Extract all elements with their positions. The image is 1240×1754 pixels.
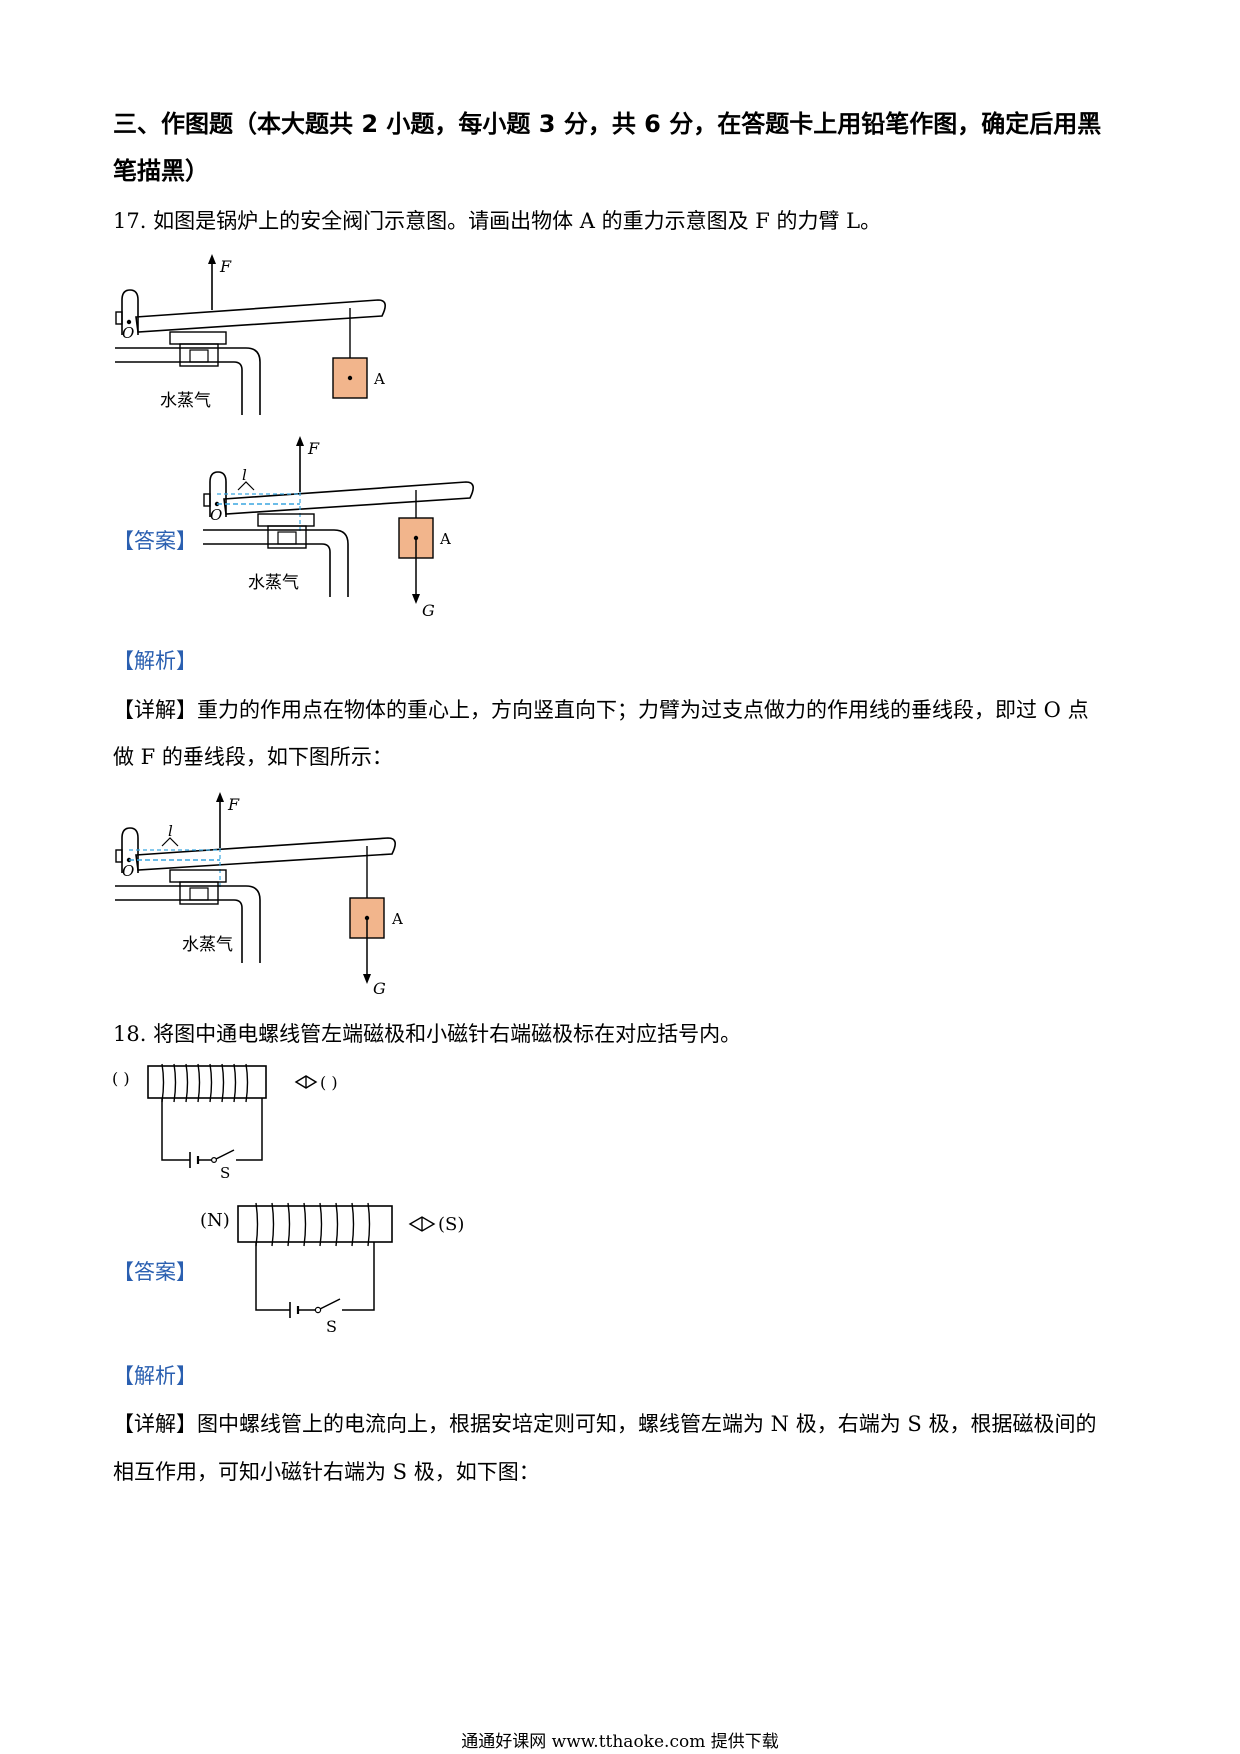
q17-question: 17. 如图是锅炉上的安全阀门示意图。请画出物体 A 的重力示意图及 F 的力臂… — [113, 209, 882, 233]
q17-detail-tag: 【详解】 — [113, 698, 197, 722]
steam-label: 水蒸气 — [160, 391, 211, 411]
q18-switch-label: S — [220, 1164, 230, 1182]
q18-answer-left: (N) — [200, 1210, 230, 1231]
section-title-line1: 三、作图题（本大题共 2 小题，每小题 3 分，共 6 分，在答题卡上用铅笔作图… — [113, 110, 1102, 138]
force-label: F — [219, 257, 232, 276]
q18-blank-right: ( ) — [320, 1073, 338, 1092]
gravity-label: G — [422, 601, 435, 620]
q18-detail-line2: 相互作用，可知小磁针右端为 S 极，如下图： — [113, 1460, 540, 1484]
q18-answer-tag: 【答案】 — [113, 1260, 197, 1284]
q17-detail-line1: 【详解】重力的作用点在物体的重心上，方向竖直向下；力臂为过支点做力的作用线的垂线… — [113, 698, 1089, 722]
svg-text:O: O — [210, 506, 222, 524]
q18-analysis-tag: 【解析】 — [113, 1364, 197, 1388]
section-title-line2: 笔描黑） — [113, 157, 209, 185]
q18-figure-original: ( ) ( ) S — [112, 1063, 338, 1182]
q17-figure-original: F O A 水蒸气 — [115, 254, 386, 415]
svg-text:F: F — [227, 795, 240, 814]
svg-text:G: G — [373, 979, 386, 998]
q18-question: 18. 将图中通电螺线管左端磁极和小磁针右端磁极标在对应括号内。 — [113, 1022, 742, 1046]
q17-detail-line2: 做 F 的垂线段，如下图所示： — [113, 745, 393, 769]
svg-text:A: A — [439, 530, 451, 548]
q17-analysis-tag: 【解析】 — [113, 649, 197, 673]
q18-figure-answer: (N) (S) S — [200, 1202, 464, 1336]
svg-text:S: S — [326, 1317, 337, 1336]
svg-text:A: A — [391, 910, 403, 928]
arm-label: l — [242, 466, 247, 484]
svg-text:水蒸气: 水蒸气 — [182, 935, 233, 955]
svg-text:O: O — [122, 862, 134, 880]
q17-figure-explanation: F O l A G 水蒸气 — [115, 792, 403, 998]
q18-detail-tag: 【详解】 — [113, 1412, 197, 1436]
q17-answer-tag: 【答案】 — [113, 529, 197, 553]
q18-answer-right: (S) — [438, 1214, 464, 1235]
page-footer: 通通好课网 www.tthaoke.com 提供下载 — [461, 1732, 779, 1752]
q17-figure-answer: F O l A G 水蒸气 — [203, 436, 474, 620]
q18-detail-line1: 【详解】图中螺线管上的电流向上，根据安培定则可知，螺线管左端为 N 极，右端为 … — [113, 1412, 1097, 1436]
svg-text:F: F — [307, 439, 320, 458]
pivot-label: O — [122, 324, 134, 342]
svg-text:水蒸气: 水蒸气 — [248, 573, 299, 593]
svg-text:l: l — [168, 822, 173, 840]
q18-blank-left: ( ) — [112, 1069, 130, 1088]
mass-label: A — [373, 370, 385, 388]
